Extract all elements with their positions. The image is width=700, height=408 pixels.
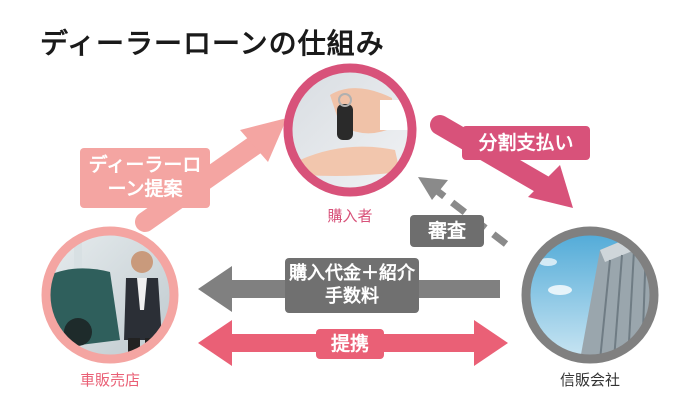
buyer-node bbox=[283, 63, 417, 197]
buyer-label: 購入者 bbox=[327, 207, 373, 225]
dealer-node bbox=[41, 226, 179, 364]
installment-label: 分割支払い bbox=[462, 126, 590, 160]
payment-label: 購入代金＋紹介手数料 bbox=[285, 258, 419, 313]
proposal-label: ディーラーローン提案 bbox=[80, 148, 210, 208]
dealer-label: 車販売店 bbox=[79, 371, 140, 389]
finance-node bbox=[521, 226, 659, 364]
finance-label: 信販会社 bbox=[559, 371, 620, 389]
screening-arrow bbox=[418, 177, 509, 247]
page-title: ディーラーローンの仕組み bbox=[40, 27, 385, 60]
partnership-label: 提携 bbox=[316, 329, 384, 359]
screening-label: 審査 bbox=[410, 215, 484, 247]
